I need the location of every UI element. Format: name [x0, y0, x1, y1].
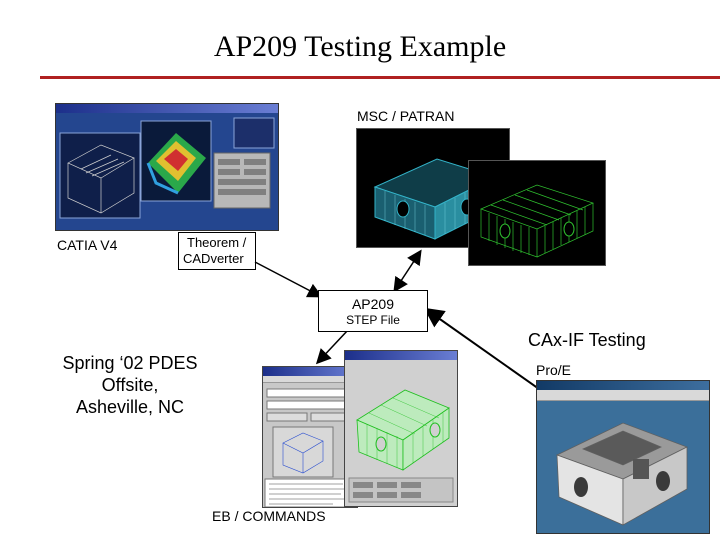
- spring-pdes-line3: Asheville, NC: [75, 397, 185, 417]
- catia-screenshot: [55, 103, 279, 231]
- eb-commands-screenshot-front: [344, 350, 458, 507]
- arrow-ap209-to-patran: [393, 249, 422, 293]
- ap209-step-file-box: AP209 STEP File: [318, 290, 428, 332]
- patran-screenshot-green: [468, 160, 606, 266]
- theorem-cadverter-box: Theorem / CADverter: [178, 232, 256, 270]
- title-rule: [40, 76, 720, 79]
- spring-pdes-line1: Spring ‘02 PDES: [62, 353, 198, 373]
- theorem-label: Theorem /: [187, 235, 247, 250]
- spring-pdes-block: Spring ‘02 PDES Offsite, Asheville, NC: [40, 352, 220, 418]
- cadverter-label: CADverter: [183, 251, 244, 266]
- caxif-testing-label: CAx-IF Testing: [528, 330, 646, 350]
- slide-title: AP209 Testing Example: [213, 30, 507, 63]
- catia-v4-label: CATIA V4: [57, 237, 118, 253]
- catia-model-image: [56, 113, 278, 230]
- arrow-theorem-to-ap209: [254, 261, 323, 298]
- proe-label: Pro/E: [536, 362, 572, 378]
- eb-form-image: [264, 388, 356, 507]
- ap209-label: AP209: [351, 296, 395, 312]
- eb-commands-label: EB / COMMANDS: [212, 508, 326, 524]
- msc-patran-label: MSC / PATRAN: [357, 108, 455, 124]
- step-file-label: STEP File: [346, 313, 400, 327]
- proe-model-image: [537, 401, 709, 533]
- spring-pdes-line2: Offsite,: [101, 375, 159, 395]
- proe-screenshot: [536, 380, 710, 534]
- eb-mesh-image: [345, 360, 457, 506]
- eb-commands-screenshot-back: [262, 366, 358, 508]
- patran-green-model-image: [480, 184, 594, 258]
